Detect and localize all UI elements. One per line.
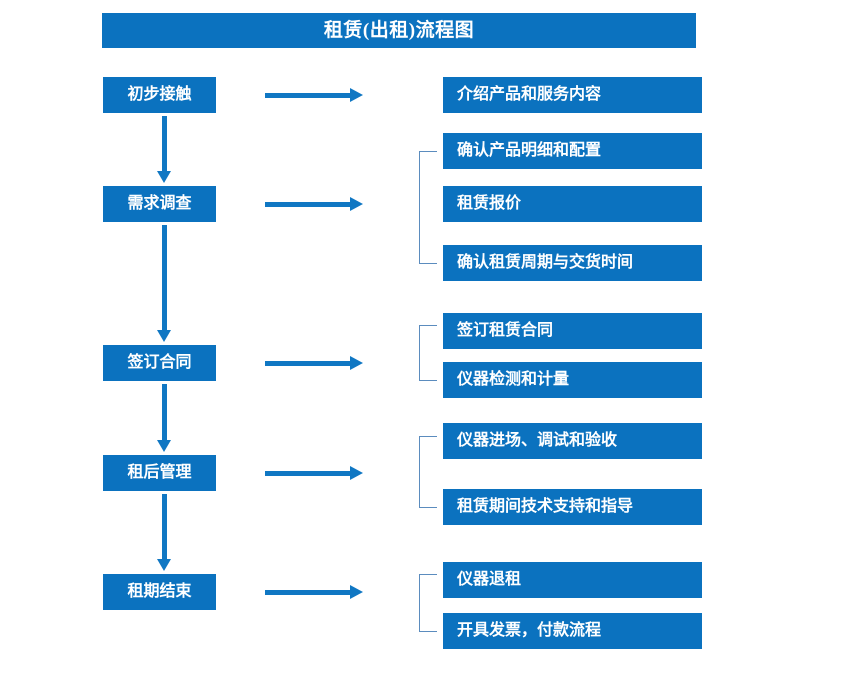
detail-label: 仪器检测和计量 (457, 371, 570, 388)
detail-box-confirm-product-details[interactable]: 确认产品明细和配置 (443, 133, 702, 169)
arrow-head (350, 466, 363, 480)
stage-box-post-rental-management[interactable]: 租后管理 (103, 455, 216, 491)
detail-label: 确认租赁周期与交货时间 (457, 254, 634, 271)
stage-label: 需求调查 (127, 195, 192, 212)
detail-box-rental-quotation[interactable]: 租赁报价 (443, 186, 702, 222)
stage-box-rental-end[interactable]: 租期结束 (103, 574, 216, 610)
detail-box-instrument-onsite-acceptance[interactable]: 仪器进场、调试和验收 (443, 423, 702, 459)
detail-label: 签订租赁合同 (457, 322, 554, 339)
arrow-down-icon-1 (157, 116, 172, 183)
arrow-head (350, 356, 363, 370)
arrow-shaft (265, 361, 351, 366)
detail-label: 介绍产品和服务内容 (457, 86, 602, 103)
detail-label: 租赁报价 (457, 195, 522, 212)
stage-label: 租期结束 (127, 583, 192, 600)
arrow-shaft (265, 93, 351, 98)
arrow-head (350, 585, 363, 599)
stage-box-sign-contract[interactable]: 签订合同 (103, 345, 216, 381)
arrow-head (157, 330, 171, 342)
arrow-shaft (162, 225, 167, 330)
bracket-rental-end-group (419, 574, 437, 632)
bracket-post-rental-group (419, 436, 437, 508)
arrow-right-icon-2 (265, 197, 363, 211)
detail-box-instrument-return[interactable]: 仪器退租 (443, 562, 702, 598)
detail-box-technical-support[interactable]: 租赁期间技术支持和指导 (443, 489, 702, 525)
stage-box-needs-survey[interactable]: 需求调查 (103, 186, 216, 222)
arrow-shaft (162, 494, 167, 559)
arrow-head (350, 88, 363, 102)
detail-box-confirm-period-delivery[interactable]: 确认租赁周期与交货时间 (443, 245, 702, 281)
stage-label: 签订合同 (127, 354, 192, 371)
bracket-sign-contract-group (419, 325, 437, 381)
stage-label: 初步接触 (127, 86, 192, 103)
diagram-title-banner: 租赁(出租)流程图 (102, 13, 696, 48)
arrow-right-icon-5 (265, 585, 363, 599)
detail-label: 确认产品明细和配置 (457, 142, 602, 159)
detail-box-instrument-testing[interactable]: 仪器检测和计量 (443, 362, 702, 398)
detail-label: 仪器进场、调试和验收 (457, 432, 618, 449)
arrow-shaft (265, 590, 351, 595)
arrow-down-icon-3 (157, 384, 172, 452)
detail-box-introduce-products[interactable]: 介绍产品和服务内容 (443, 77, 702, 113)
arrow-shaft (265, 471, 351, 476)
arrow-down-icon-2 (157, 225, 172, 342)
detail-label: 租赁期间技术支持和指导 (457, 498, 634, 515)
stage-label: 租后管理 (127, 464, 192, 481)
detail-box-sign-rental-contract[interactable]: 签订租赁合同 (443, 313, 702, 349)
arrow-shaft (162, 384, 167, 440)
arrow-head (350, 197, 363, 211)
arrow-down-icon-4 (157, 494, 172, 571)
arrow-head (157, 440, 171, 452)
detail-label: 开具发票，付款流程 (457, 622, 602, 639)
detail-box-invoice-payment[interactable]: 开具发票，付款流程 (443, 613, 702, 649)
diagram-title: 租赁(出租)流程图 (323, 20, 475, 41)
arrow-shaft (265, 202, 351, 207)
stage-box-initial-contact[interactable]: 初步接触 (103, 77, 216, 113)
bracket-needs-survey-group (419, 151, 437, 264)
arrow-shaft (162, 116, 167, 171)
arrow-right-icon-1 (265, 88, 363, 102)
detail-label: 仪器退租 (457, 571, 522, 588)
arrow-head (157, 559, 171, 571)
arrow-right-icon-4 (265, 466, 363, 480)
arrow-head (157, 171, 171, 183)
arrow-right-icon-3 (265, 356, 363, 370)
